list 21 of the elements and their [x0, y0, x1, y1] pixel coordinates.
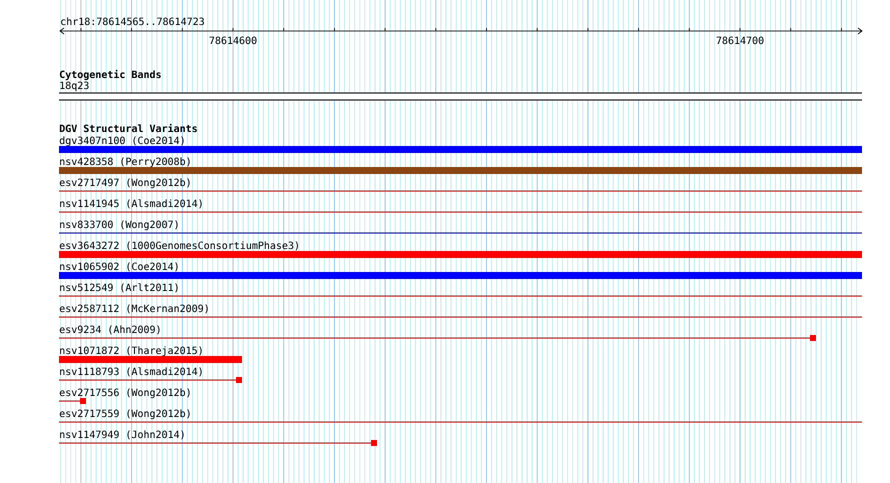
variant-label: nsv512549 (Arlt2011)	[60, 283, 178, 292]
variant-label: nsv1147949 (John2014)	[60, 430, 184, 440]
track-title: DGV Structural Variants	[60, 124, 197, 132]
variant-label: esv3643272 (1000GenomesConsortiumPhase3)	[60, 241, 298, 250]
variant-label: nsv833700 (Wong2007)	[60, 220, 178, 230]
variant-label: esv2717559 (Wong2012b)	[60, 409, 190, 420]
variant-label: dgv3407n100 (Coe2014)	[60, 136, 184, 146]
band-label: 18q23	[60, 82, 89, 92]
variant-label: esv2717497 (Wong2012b)	[60, 178, 190, 188]
variant-label: esv9234 (Ahn2009)	[60, 325, 160, 334]
variant-label: nsv1141945 (Alsmadi2014)	[60, 199, 202, 208]
variant-label: nsv1118793 (Alsmadi2014)	[60, 367, 202, 376]
tick-label: 78614700	[716, 36, 764, 44]
track-title: Cytogenetic Bands	[60, 70, 161, 80]
tick-label: 78614600	[210, 36, 256, 44]
region-label: chr18:78614565..78614723	[61, 17, 204, 26]
variant-label: esv2717556 (Wong2012b)	[60, 388, 190, 398]
variant-label: nsv1071872 (Thareja2015)	[60, 346, 202, 356]
variant-label: nsv428358 (Perry2008b)	[60, 157, 190, 168]
variant-label: esv2587112 (McKernan2009)	[60, 304, 208, 314]
variant-label: nsv1065902 (Coe2014)	[60, 262, 178, 272]
